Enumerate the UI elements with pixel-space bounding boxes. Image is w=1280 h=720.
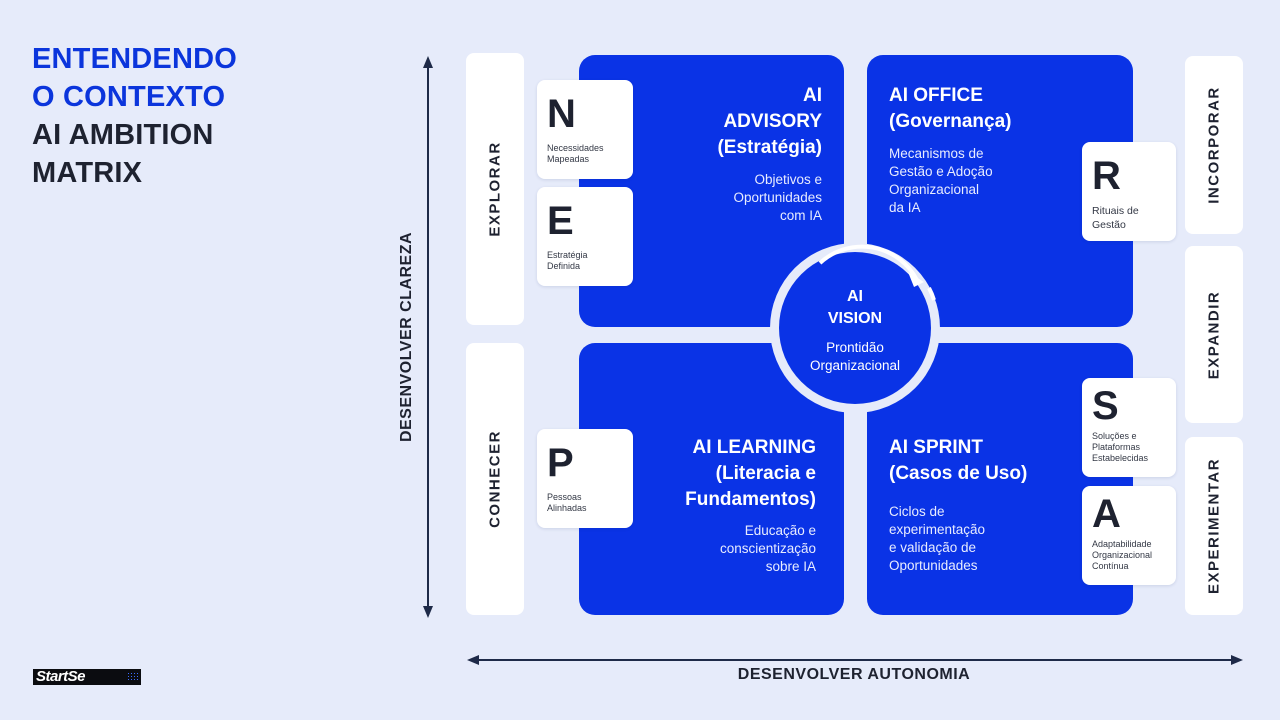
card-n-letter: N bbox=[547, 92, 576, 136]
card-r-label: Rituais de Gestão bbox=[1092, 205, 1139, 231]
card-n-label: Necessidades Mapeadas bbox=[547, 143, 604, 164]
quadrant-office-description: Mecanismos de Gestão e Adoção Organizaci… bbox=[889, 146, 993, 215]
quadrant-office-title: AI OFFICE (Governança) bbox=[889, 85, 1012, 132]
side-label-explorar-text: EXPLORAR bbox=[486, 141, 504, 237]
side-label-experimentar-text: EXPERIMENTAR bbox=[1205, 457, 1223, 595]
side-label-conhecer-text: CONHECER bbox=[486, 430, 504, 528]
vertical-axis-label: DESENVOLVER CLAREZA bbox=[398, 231, 415, 443]
side-label-expandir: EXPANDIR bbox=[1185, 246, 1243, 423]
quadrant-advisory-description: Objetivos e Oportunidades com IA bbox=[733, 172, 822, 223]
quadrant-sprint-description: Ciclos de experimentação e validação de … bbox=[889, 504, 986, 573]
ai-vision-core: AI VISION Prontidão Organizacional bbox=[779, 252, 931, 404]
title-line-1: ENTENDENDO bbox=[32, 43, 238, 75]
card-a-label: Adaptabilidade Organizacional Contínua bbox=[1092, 539, 1153, 571]
ai-vision-subtitle: Prontidão Organizacional bbox=[809, 340, 901, 373]
side-label-incorporar: INCORPORAR bbox=[1185, 56, 1243, 234]
quadrant-advisory-title: AI ADVISORY (Estratégia) bbox=[717, 85, 822, 158]
card-e-label: Estratégia Definida bbox=[547, 250, 588, 271]
side-label-expandir-text: EXPANDIR bbox=[1205, 290, 1223, 379]
side-label-conhecer: CONHECER bbox=[466, 343, 524, 615]
vertical-axis-arrowhead-bottom bbox=[423, 606, 433, 618]
startse-logo-text: StartSe bbox=[36, 669, 86, 685]
quadrant-sprint-title: AI SPRINT (Casos de Uso) bbox=[889, 437, 1028, 484]
vertical-axis-arrowhead-top bbox=[423, 56, 433, 68]
logo-dots-icon bbox=[127, 672, 139, 682]
title-line-3: AI AMBITION bbox=[32, 119, 214, 151]
card-p-label: Pessoas Alinhadas bbox=[547, 492, 587, 513]
side-label-experimentar: EXPERIMENTAR bbox=[1185, 437, 1243, 615]
horizontal-axis-arrowhead-right bbox=[1231, 655, 1243, 665]
title-line-2: O CONTEXTO bbox=[32, 81, 226, 113]
card-p-letter: P bbox=[547, 441, 574, 485]
quadrant-learning-description: Educação e conscientização sobre IA bbox=[719, 523, 816, 574]
title-line-4: MATRIX bbox=[32, 157, 143, 189]
side-label-explorar: EXPLORAR bbox=[466, 53, 524, 325]
page-title: ENTENDENDO O CONTEXTO AI AMBITION MATRIX bbox=[32, 40, 237, 192]
card-s-label: Soluções e Plataformas Estabelecidas bbox=[1092, 431, 1149, 463]
card-a-letter: A bbox=[1092, 492, 1121, 536]
ai-vision-circle: AI VISION Prontidão Organizacional bbox=[770, 243, 940, 413]
card-s-solucoes: S Soluções e Plataformas Estabelecidas bbox=[1082, 378, 1176, 477]
startse-logo: StartSe bbox=[33, 669, 141, 685]
ai-vision-title: AI VISION bbox=[827, 288, 883, 327]
card-a-adaptabilidade: A Adaptabilidade Organizacional Contínua bbox=[1082, 486, 1176, 585]
side-label-incorporar-text: INCORPORAR bbox=[1205, 86, 1223, 204]
card-r-letter: R bbox=[1092, 154, 1121, 198]
card-s-letter: S bbox=[1092, 384, 1119, 428]
card-r-rituais: R Rituais de Gestão bbox=[1082, 142, 1176, 241]
card-p-pessoas: P Pessoas Alinhadas bbox=[537, 429, 633, 528]
horizontal-axis-arrowhead-left bbox=[467, 655, 479, 665]
card-e-estrategia: E Estratégia Definida bbox=[537, 187, 633, 286]
card-e-letter: E bbox=[547, 199, 574, 243]
horizontal-axis-label: DESENVOLVER AUTONOMIA bbox=[737, 666, 971, 683]
card-n-necessidades: N Necessidades Mapeadas bbox=[537, 80, 633, 179]
quadrant-learning-title: AI LEARNING (Literacia e Fundamentos) bbox=[685, 437, 816, 510]
